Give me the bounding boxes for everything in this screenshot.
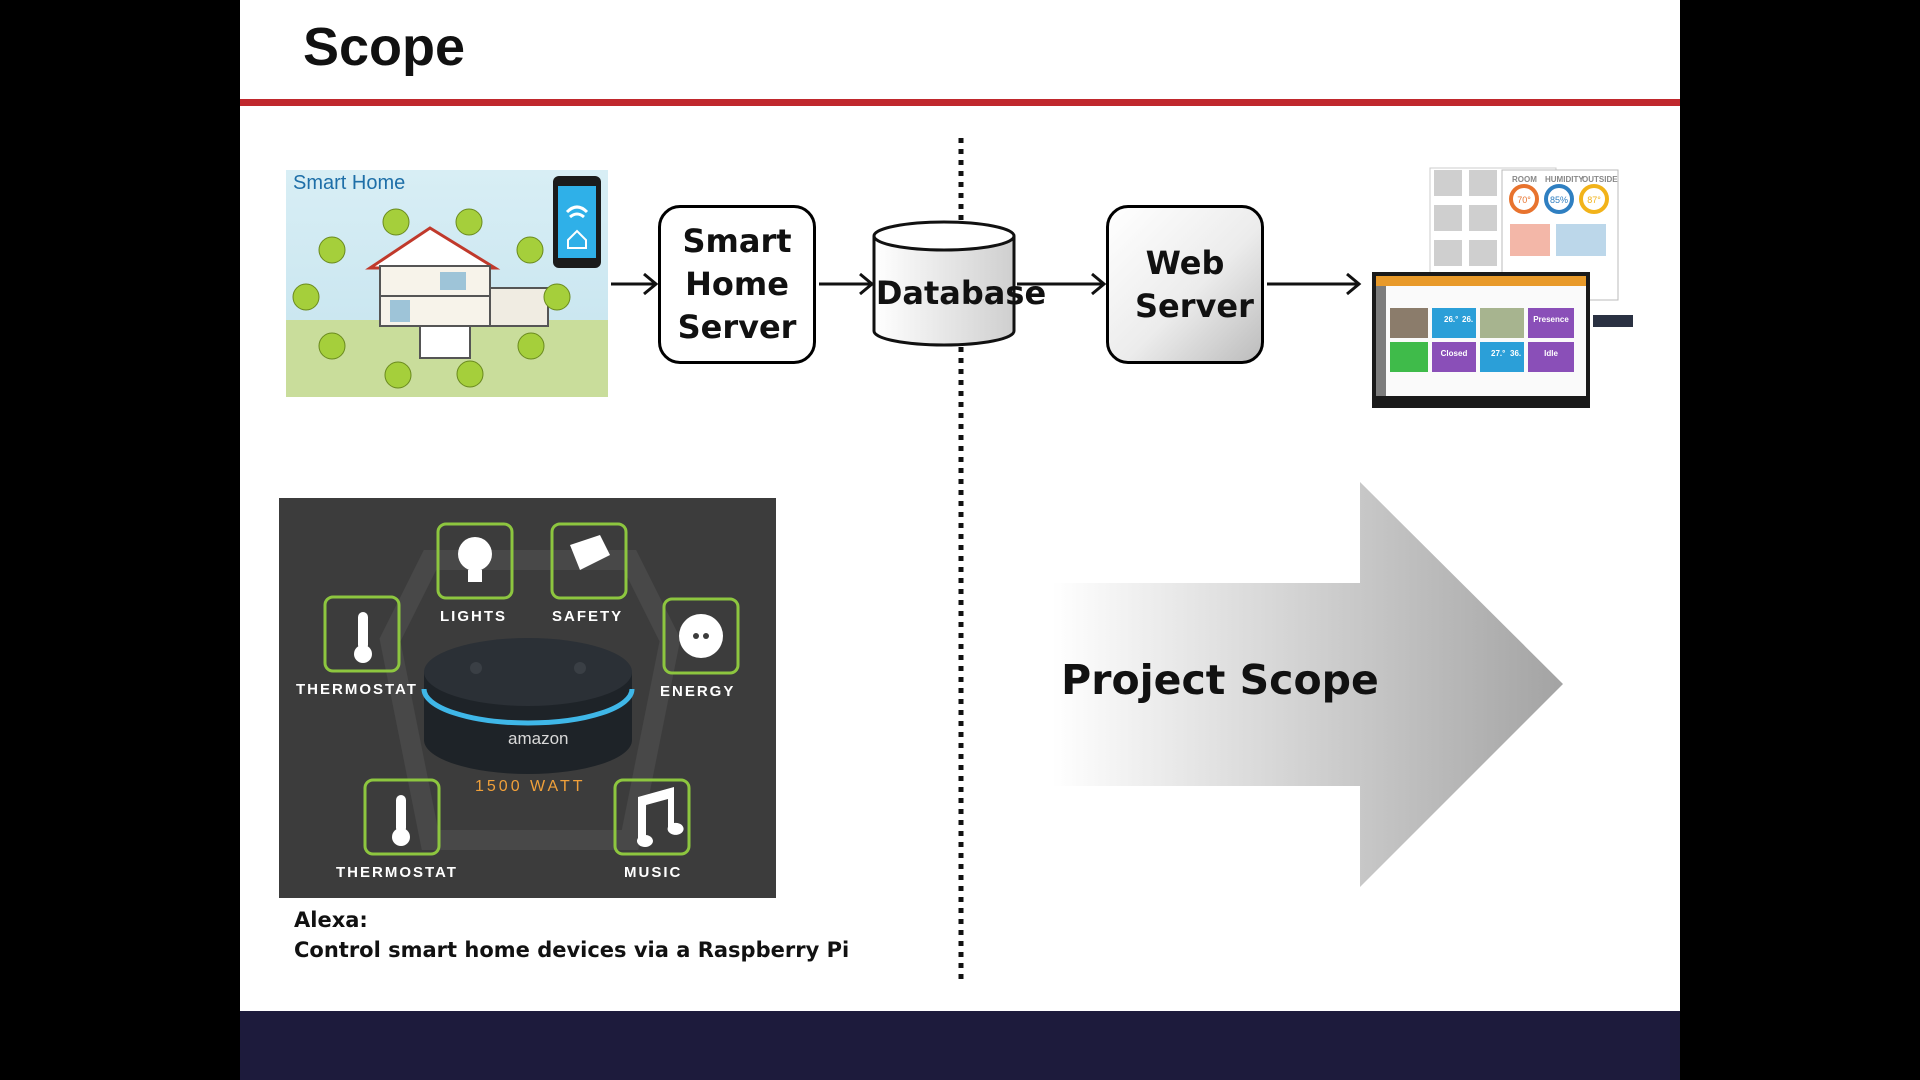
alexa-caption: Alexa: Control smart home devices via a … xyxy=(294,905,849,965)
alexa-label-music: MUSIC xyxy=(624,864,683,881)
amazon-logo: amazon xyxy=(508,729,569,748)
arrow-webserver-to-dashboard xyxy=(1267,272,1362,296)
alexa-label-lights: LIGHTS xyxy=(440,608,507,625)
svg-text:36.: 36. xyxy=(1510,349,1521,358)
alexa-label-thermostat-bottom: THERMOSTAT xyxy=(336,864,458,881)
alexa-caption-title: Alexa: xyxy=(294,908,368,932)
device-icons xyxy=(292,208,571,389)
web-server-label: Web Server xyxy=(1135,243,1254,325)
arrow-server-to-database xyxy=(819,272,875,296)
footer-band xyxy=(240,1011,1680,1080)
diagram-canvas: Database ROOM HUMIDITY OUTSID xyxy=(279,138,1633,985)
dashboard-screenshots: ROOM HUMIDITY OUTSIDE 70° 85% 87° 26. xyxy=(1372,167,1633,408)
svg-text:26.: 26. xyxy=(1462,315,1473,324)
alexa-label-safety: SAFETY xyxy=(552,608,624,625)
thermostat-icon xyxy=(323,595,401,673)
web-server-box: Web Server xyxy=(1106,205,1264,364)
smart-home-server-label: Smart Home Server xyxy=(677,222,797,346)
arrow-database-to-webserver xyxy=(1017,272,1107,296)
energy-icon xyxy=(662,597,740,675)
arrow-home-to-server xyxy=(611,272,659,296)
slide-title: Scope xyxy=(303,17,466,77)
wattage-label: 1500 WATT xyxy=(475,778,586,795)
slide: Scope xyxy=(240,0,1680,1080)
project-scope-label: Project Scope xyxy=(1061,656,1379,704)
project-scope-arrow xyxy=(1052,482,1563,887)
svg-text:Presence: Presence xyxy=(1533,315,1569,324)
svg-text:87°: 87° xyxy=(1587,195,1601,205)
svg-text:26.°: 26.° xyxy=(1444,315,1458,324)
safety-icon xyxy=(550,522,628,600)
svg-text:85%: 85% xyxy=(1550,195,1568,205)
alexa-caption-body: Control smart home devices via a Raspber… xyxy=(294,938,850,962)
alexa-label-thermostat-top: THERMOSTAT xyxy=(296,681,418,698)
database-label: Database xyxy=(876,274,1046,312)
svg-text:OUTSIDE: OUTSIDE xyxy=(1582,175,1618,184)
alexa-label-energy: ENERGY xyxy=(660,683,736,700)
title-divider xyxy=(240,99,1680,106)
smart-home-label: Smart Home xyxy=(293,172,406,194)
svg-text:Closed: Closed xyxy=(1441,349,1468,358)
alexa-panel xyxy=(279,498,776,898)
thermostat-icon xyxy=(363,778,441,856)
svg-text:ROOM: ROOM xyxy=(1512,175,1537,184)
svg-text:HUMIDITY: HUMIDITY xyxy=(1545,175,1584,184)
music-icon xyxy=(613,778,691,856)
smart-home-illustration xyxy=(286,170,608,397)
svg-text:27.°: 27.° xyxy=(1491,349,1505,358)
database-cylinder xyxy=(872,220,1016,347)
svg-text:Idle: Idle xyxy=(1544,349,1558,358)
lights-icon xyxy=(436,522,514,600)
smart-home-server-box: Smart Home Server xyxy=(658,205,816,364)
svg-text:70°: 70° xyxy=(1517,195,1531,205)
